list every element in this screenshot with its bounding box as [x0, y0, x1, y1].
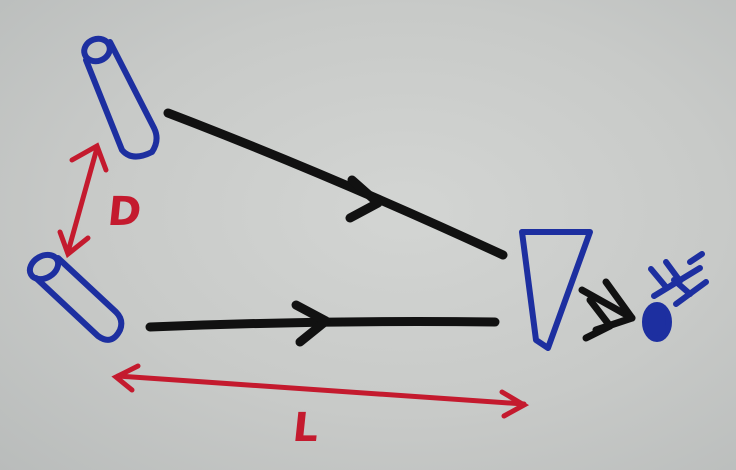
- label-separation: D: [105, 189, 144, 235]
- detector-funnel-icon: [519, 229, 593, 351]
- separation-double-arrow: [57, 142, 109, 259]
- distance-double-arrow: [111, 363, 530, 419]
- observer-eye-icon: [642, 251, 709, 342]
- output-arrows: [578, 278, 636, 342]
- ray-bottom-arrow: [145, 300, 500, 347]
- source-top-cylinder-icon: [81, 35, 160, 160]
- ray-top-arrow: [163, 108, 508, 260]
- label-distance: L: [290, 405, 321, 451]
- source-bottom-cylinder-icon: [26, 251, 125, 343]
